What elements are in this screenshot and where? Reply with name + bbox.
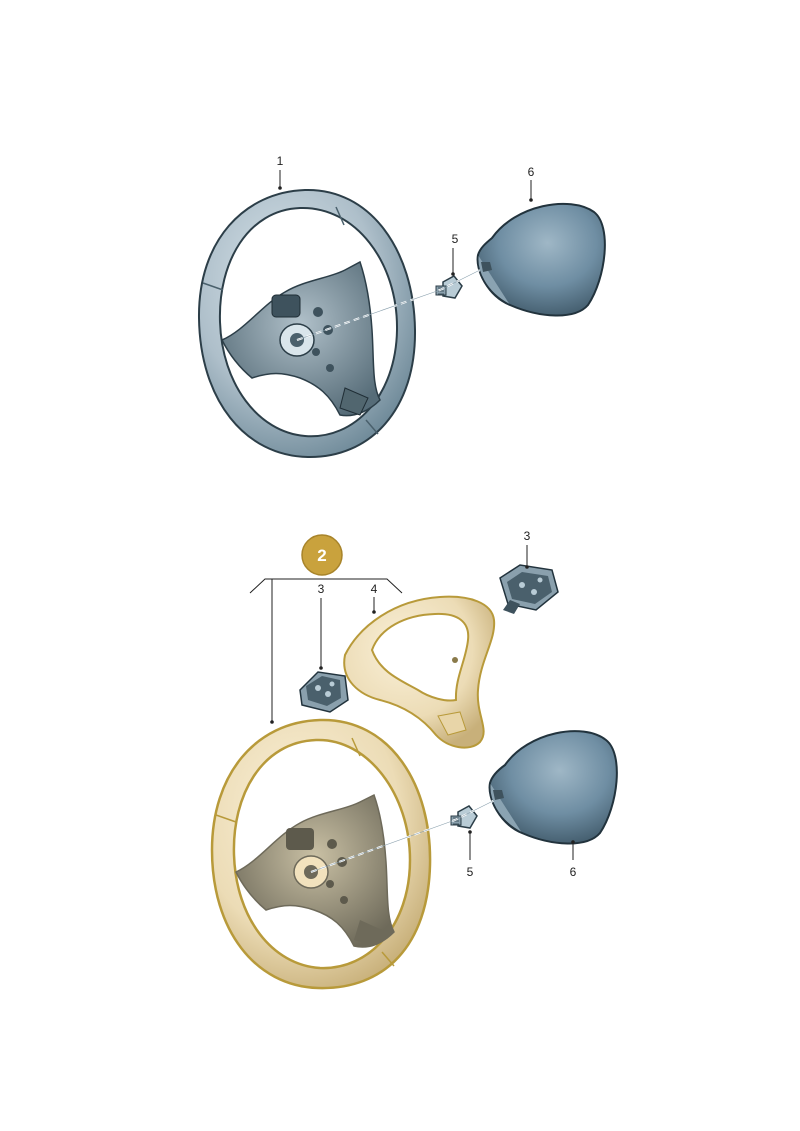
callout-wheel-top: 1 — [277, 154, 284, 168]
bolt-bottom — [450, 805, 478, 829]
callout-switch-right: 3 — [524, 529, 531, 543]
bolt-top — [435, 275, 463, 299]
callout-bolt-bottom: 5 — [467, 865, 474, 879]
trim-cover — [343, 595, 496, 749]
callout-airbag-top: 6 — [528, 165, 535, 179]
multifunction-switch-right — [499, 564, 559, 614]
callout-airbag-bottom: 6 — [570, 865, 577, 879]
bottom-group: 2 — [210, 529, 618, 990]
steering-wheel-bottom — [210, 718, 432, 990]
assembly-badge — [301, 534, 343, 576]
airbag-module-top — [476, 202, 606, 317]
callout-bolt-top: 5 — [452, 232, 459, 246]
airbag-module-bottom — [488, 730, 618, 845]
assembly-badge-label: 2 — [317, 546, 326, 565]
callout-trim-cover: 4 — [371, 582, 378, 596]
top-group: 1 5 6 — [197, 154, 606, 459]
callout-switch-left: 3 — [318, 582, 325, 596]
assembly-bracket — [249, 578, 403, 594]
steering-wheel-top — [197, 188, 417, 459]
multifunction-switch-left — [299, 671, 349, 713]
